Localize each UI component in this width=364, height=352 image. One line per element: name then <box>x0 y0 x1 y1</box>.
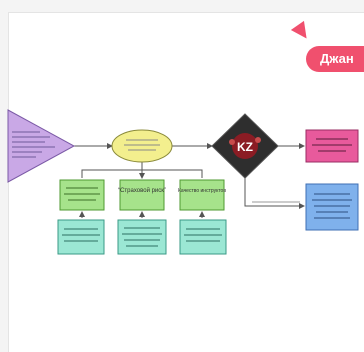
collaborator-name-tag: Джан <box>306 46 364 72</box>
pink-text-lines <box>312 138 352 152</box>
detail-box-3[interactable] <box>179 219 227 255</box>
top-strip <box>0 0 364 10</box>
triangle-text-lines <box>12 131 55 158</box>
connectors <box>74 143 305 218</box>
factor-box-2-label: “Страховой риск” <box>118 187 166 194</box>
factor-box-2[interactable] <box>119 179 165 211</box>
ellipse-text-lines <box>124 139 160 151</box>
diamond-logo-text: KZ <box>237 140 253 154</box>
process-ellipse[interactable] <box>111 129 173 163</box>
detail-box-2[interactable] <box>117 219 167 255</box>
factor-box-3[interactable] <box>179 179 225 211</box>
detail-box-1-text-lines <box>62 228 100 242</box>
factor-box-3-label: Качество инструктов <box>178 188 226 194</box>
kz-logo-icon <box>232 133 258 159</box>
result-box-pink[interactable] <box>305 129 359 163</box>
factor-box-1[interactable] <box>59 179 105 211</box>
detail-box-2-text-lines <box>122 227 162 247</box>
detail-box-1[interactable] <box>57 219 105 255</box>
result-box-blue[interactable] <box>305 183 359 231</box>
factor-box-1-text-lines <box>64 187 100 201</box>
detail-box-3-text-lines <box>184 228 222 242</box>
blue-text-lines <box>312 193 352 219</box>
start-triangle[interactable] <box>7 109 76 183</box>
